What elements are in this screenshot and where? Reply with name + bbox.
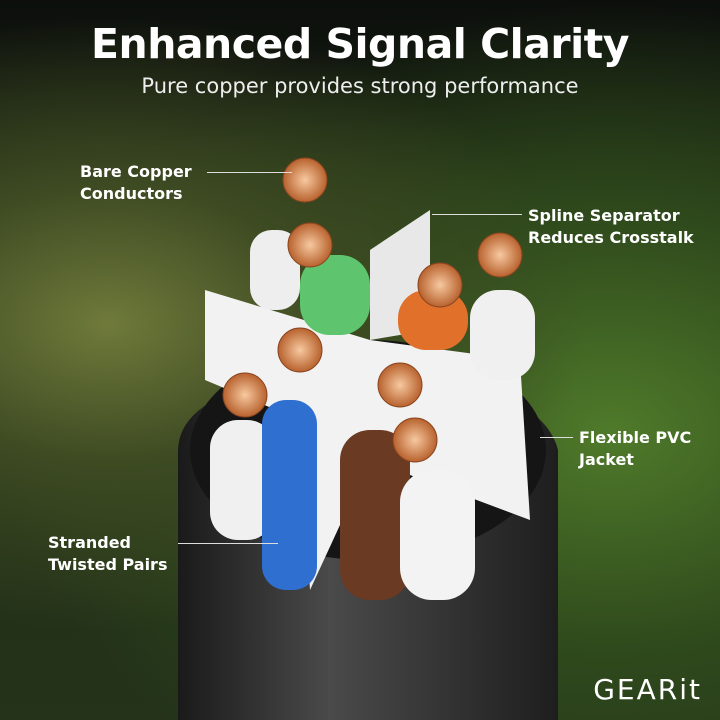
callout-stranded: Stranded Twisted Pairs — [48, 533, 168, 574]
wire-orange — [398, 290, 468, 350]
leader-line — [207, 172, 292, 173]
wire-green — [300, 255, 370, 335]
wire-white — [250, 230, 300, 310]
leader-line — [432, 214, 522, 215]
headline: Enhanced Signal Clarity — [91, 20, 630, 68]
wire-blue — [262, 400, 317, 590]
copper-strands — [222, 157, 523, 463]
brand-logo: GEARit — [593, 673, 702, 706]
callout-jacket: Flexible PVC Jacket — [579, 428, 692, 469]
leader-line — [540, 437, 573, 438]
wire-white-2 — [470, 290, 535, 380]
subheadline: Pure copper provides strong performance — [141, 74, 579, 98]
wire-brown — [340, 430, 410, 600]
callout-bare-copper: Bare Copper Conductors — [80, 162, 192, 203]
leader-line — [178, 543, 278, 544]
callout-spline: Spline Separator Reduces Crosstalk — [528, 206, 694, 247]
